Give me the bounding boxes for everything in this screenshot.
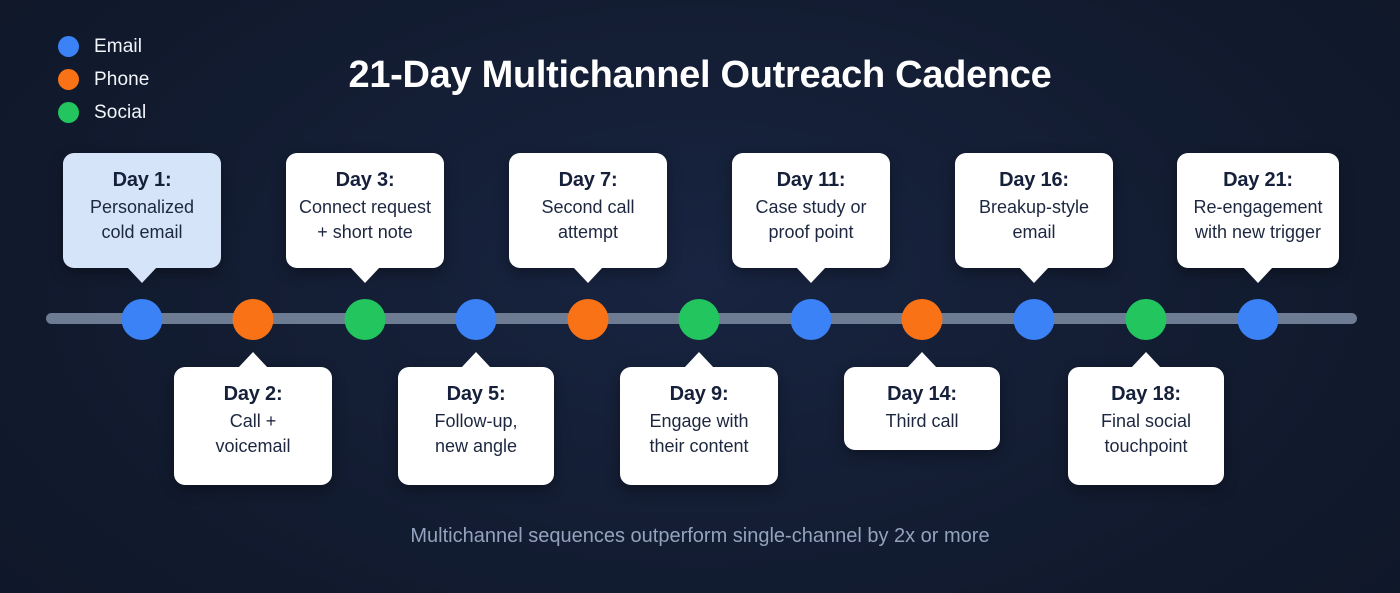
card-description: Personalized cold email	[75, 195, 209, 244]
legend-item-label: Email	[94, 35, 143, 57]
card-pointer-tail	[907, 352, 937, 368]
card-description-line: + short note	[317, 221, 413, 242]
card-description-line: Second call	[541, 197, 635, 217]
card-day-label: Day 16:	[999, 169, 1069, 191]
legend-item-email: Email	[58, 30, 149, 63]
timeline-node-day-5[interactable]	[455, 299, 497, 340]
card-description-line: Connect request	[298, 197, 432, 217]
timeline-node-day-9[interactable]	[678, 299, 720, 340]
card-pointer-tail	[1019, 267, 1049, 283]
card-description-line: Follow-up,	[434, 411, 518, 431]
card-description-line: Case study or	[755, 197, 867, 217]
card-description-line: with new trigger	[1194, 221, 1322, 242]
card-description-line: email	[1012, 221, 1056, 242]
timeline-card-11[interactable]: Day 11: Case study or proof point	[732, 153, 890, 283]
timeline-card-7[interactable]: Day 7: Second call attempt	[509, 153, 667, 283]
legend-item-social: Social	[58, 96, 149, 129]
card-description-line: their content	[649, 435, 749, 456]
legend-item-phone: Phone	[58, 63, 149, 96]
card-day-label: Day 11:	[776, 169, 846, 191]
card-pointer-tail	[461, 352, 491, 368]
card-description-line: touchpoint	[1104, 435, 1188, 456]
card-day-label: Day 7:	[558, 169, 618, 191]
legend-item-label: Phone	[94, 68, 150, 90]
card-description: Engage with their content	[632, 409, 766, 458]
timeline-card-3[interactable]: Day 3: Connect request + short note	[286, 153, 444, 283]
card-description: Final social touchpoint	[1080, 409, 1212, 458]
legend-item-label: Social	[94, 101, 147, 123]
card-description-line: new angle	[434, 435, 518, 456]
card-description: Second call attempt	[521, 195, 655, 244]
timeline-node-day-7[interactable]	[567, 299, 609, 340]
timeline-node-day-3[interactable]	[344, 299, 386, 340]
card-pointer-tail	[127, 267, 157, 283]
timeline-card-5[interactable]: Day 5: Follow-up, new angle	[398, 352, 554, 485]
card-pointer-tail	[1243, 267, 1273, 283]
card-description-line: voicemail	[215, 435, 291, 456]
card-pointer-tail	[684, 352, 714, 368]
footer-caption: Multichannel sequences outperform single…	[410, 525, 990, 547]
card-description: Follow-up, new angle	[410, 409, 542, 458]
timeline-node-day-18[interactable]	[1125, 299, 1167, 340]
timeline-node-day-1[interactable]	[121, 299, 163, 340]
legend-dot-icon	[58, 69, 79, 90]
card-description-line: Third call	[885, 411, 959, 431]
card-description: Case study or proof point	[744, 195, 878, 244]
page-title: 21-Day Multichannel Outreach Cadence	[348, 54, 1052, 96]
timeline-node-day-11[interactable]	[790, 299, 832, 340]
card-description-line: Call +	[229, 411, 277, 431]
timeline-node-day-16[interactable]	[1013, 299, 1055, 340]
timeline-card-14[interactable]: Day 14: Third call	[844, 352, 1000, 450]
timeline-node-day-14[interactable]	[901, 299, 943, 340]
card-day-label: Day 9:	[669, 383, 729, 405]
timeline-node-day-2[interactable]	[232, 299, 274, 340]
card-pointer-tail	[350, 267, 380, 283]
card-description-line: Breakup-style	[978, 197, 1090, 217]
card-pointer-tail	[573, 267, 603, 283]
card-description-line: proof point	[768, 221, 854, 242]
card-day-label: Day 21:	[1223, 169, 1293, 191]
card-day-label: Day 2:	[223, 383, 283, 405]
card-pointer-tail	[238, 352, 268, 368]
legend-dot-icon	[58, 102, 79, 123]
card-description: Call + voicemail	[186, 409, 320, 458]
card-description-line: attempt	[557, 221, 619, 242]
card-description: Re-engagement with new trigger	[1189, 195, 1327, 244]
card-description: Third call	[856, 409, 988, 434]
card-description-line: cold email	[101, 221, 183, 242]
card-pointer-tail	[796, 267, 826, 283]
card-day-label: Day 5:	[446, 383, 506, 405]
timeline-card-9[interactable]: Day 9: Engage with their content	[620, 352, 778, 485]
card-day-label: Day 1:	[112, 169, 172, 191]
timeline-card-21[interactable]: Day 21: Re-engagement with new trigger	[1177, 153, 1339, 283]
timeline-card-16[interactable]: Day 16: Breakup-style email	[955, 153, 1113, 283]
card-description-line: Final social	[1100, 411, 1192, 431]
timeline-node-day-21[interactable]	[1237, 299, 1279, 340]
card-description-line: Personalized	[89, 197, 195, 217]
legend-dot-icon	[58, 36, 79, 57]
card-description-line: Engage with	[649, 411, 749, 431]
card-day-label: Day 18:	[1111, 383, 1181, 405]
card-pointer-tail	[1131, 352, 1161, 368]
timeline-card-2[interactable]: Day 2: Call + voicemail	[174, 352, 332, 485]
card-description-line: Re-engagement	[1193, 197, 1323, 217]
card-day-label: Day 3:	[335, 169, 395, 191]
card-description: Connect request + short note	[298, 195, 432, 244]
timeline-card-18[interactable]: Day 18: Final social touchpoint	[1068, 352, 1224, 485]
timeline-card-1[interactable]: Day 1: Personalized cold email	[63, 153, 221, 283]
card-day-label: Day 14:	[887, 383, 957, 405]
card-description: Breakup-style email	[967, 195, 1101, 244]
